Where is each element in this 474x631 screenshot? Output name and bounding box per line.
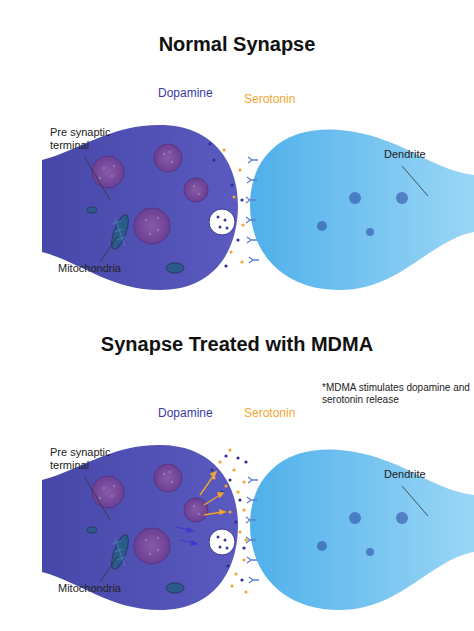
note-text: *MDMA stimulates dopamine and serotonin … [322,382,472,406]
structure-label: Mitochondria [58,262,148,275]
neurotransmitter-label: Dopamine [158,86,228,100]
structure-label: Dendrite [384,148,454,161]
mdma-synapse [42,445,474,610]
section-heading: Normal Synapse [0,32,474,56]
structure-label: Dendrite [384,468,454,481]
neurotransmitter-label: Dopamine [158,406,228,420]
section-heading: Synapse Treated with MDMA [0,332,474,356]
structure-label: Mitochondria [58,582,148,595]
normal-synapse [42,125,474,290]
structure-label: Pre synaptic terminal [50,446,124,472]
neurotransmitter-label: Serotonin [244,92,314,106]
structure-label: Pre synaptic terminal [50,126,124,152]
neurotransmitter-label: Serotonin [244,406,314,420]
